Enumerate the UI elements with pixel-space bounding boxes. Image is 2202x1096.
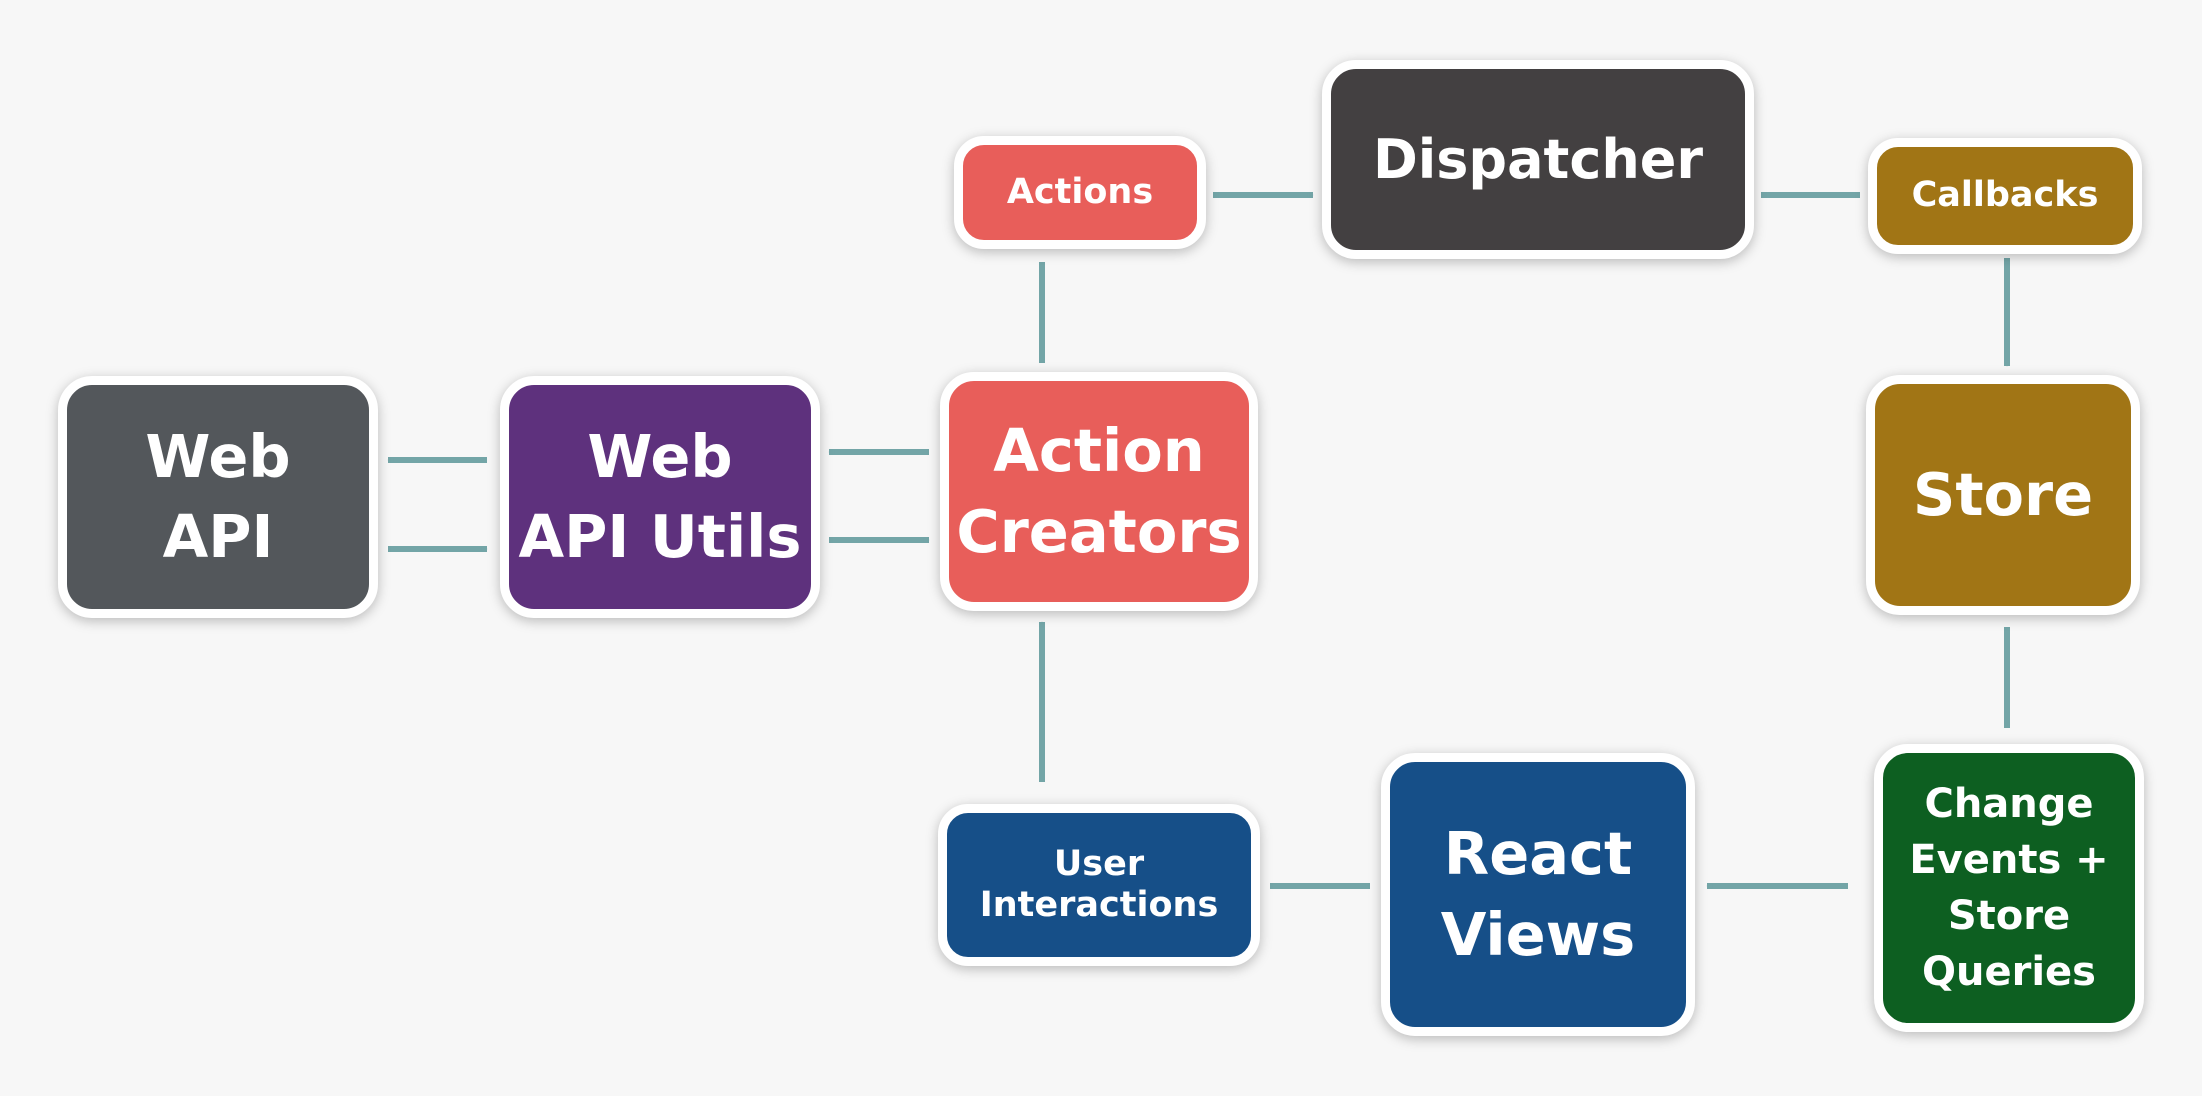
dispatcher-label: Dispatcher xyxy=(1372,127,1704,191)
actions-node: Actions xyxy=(954,136,1206,249)
web-api-label: Web API xyxy=(145,421,291,571)
action-creators-node: Action Creators xyxy=(940,372,1258,611)
store-label: Store xyxy=(1912,459,2094,529)
web-api-node: Web API xyxy=(58,376,378,618)
web-api-utils-label: Web API Utils xyxy=(518,421,802,571)
react-views-label: React Views xyxy=(1440,819,1636,969)
action-creators-label: Action Creators xyxy=(956,416,1242,566)
user-interactions-node: User Interactions xyxy=(938,804,1260,966)
callbacks-label: Callbacks xyxy=(1911,175,2099,216)
change-events-label: Change Events + Store Queries xyxy=(1909,781,2109,995)
store-node: Store xyxy=(1866,375,2140,615)
callbacks-node: Callbacks xyxy=(1868,138,2142,254)
web-api-utils-node: Web API Utils xyxy=(500,376,820,618)
actions-label: Actions xyxy=(1006,171,1154,212)
dispatcher-node: Dispatcher xyxy=(1322,60,1754,259)
user-interactions-label: User Interactions xyxy=(979,843,1219,925)
react-views-node: React Views xyxy=(1381,753,1695,1036)
change-events-store-queries-node: Change Events + Store Queries xyxy=(1874,744,2144,1032)
